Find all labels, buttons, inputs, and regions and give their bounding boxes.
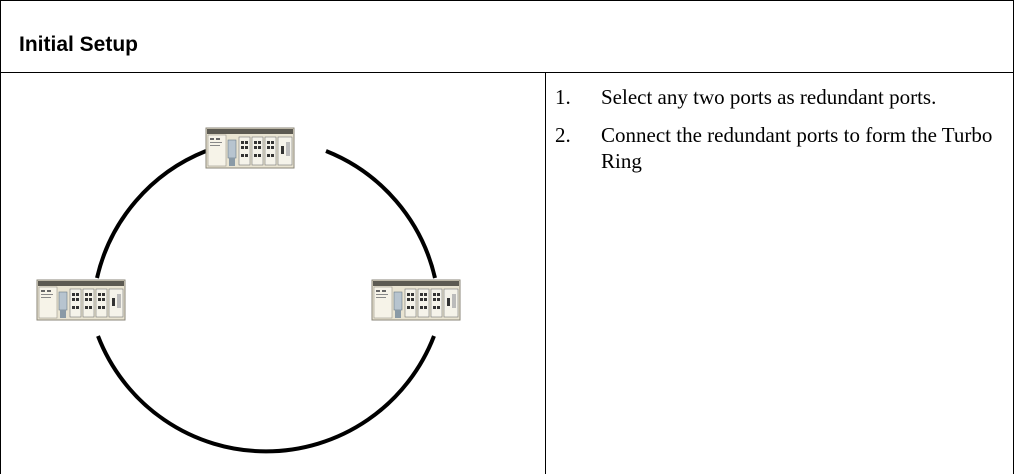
step-item: 2. Connect the redundant ports to form t… — [555, 122, 1010, 174]
turbo-ring-diagram — [36, 127, 461, 454]
column-divider — [545, 73, 546, 474]
section-title: Initial Setup — [19, 33, 139, 56]
table-header: Initial Setup — [1, 1, 1013, 73]
step-number: 2. — [555, 123, 571, 147]
step-text: Select any two ports as redundant ports. — [601, 85, 937, 109]
ring-cable-top-right — [325, 149, 437, 279]
switch-device-left — [36, 279, 126, 321]
switch-device-top — [205, 127, 295, 169]
setup-steps: 1. Select any two ports as redundant por… — [555, 84, 1010, 186]
switch-device-right — [371, 279, 461, 321]
step-item: 1. Select any two ports as redundant por… — [555, 84, 1010, 110]
step-number: 1. — [555, 85, 571, 109]
step-text: Connect the redundant ports to form the … — [601, 123, 993, 173]
ring-cable-top-left — [95, 149, 207, 279]
ring-cable-bottom — [96, 335, 436, 454]
